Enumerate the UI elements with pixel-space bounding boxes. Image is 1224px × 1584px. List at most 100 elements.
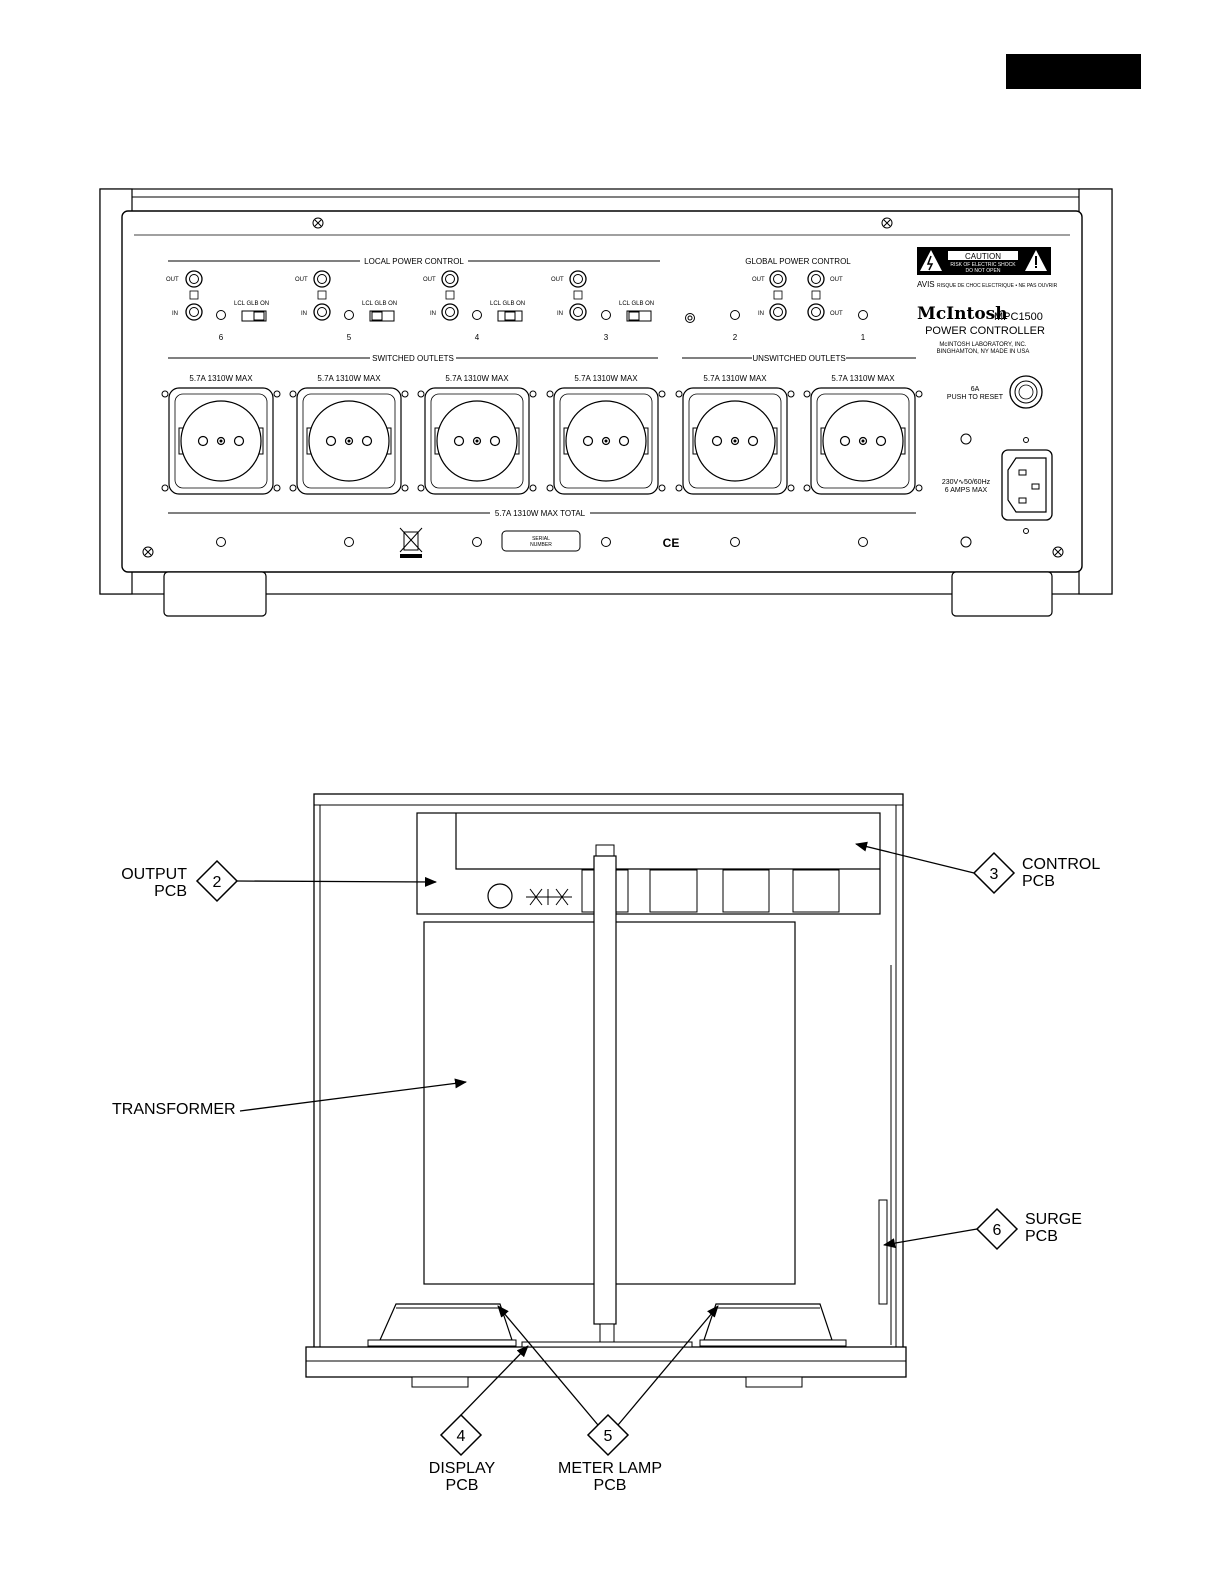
outlet-2: 5.7A 1310W MAX [675, 374, 795, 495]
local-power-control-label: LOCAL POWER CONTROL [364, 257, 464, 266]
svg-text:5.7A 1310W MAX: 5.7A 1310W MAX [703, 374, 767, 383]
svg-text:SURGE: SURGE [1025, 1211, 1082, 1228]
svg-text:OUT: OUT [830, 311, 843, 317]
callout-display-pcb: 4 DISPLAY PCB [429, 1345, 529, 1494]
avis-label: AVIS [917, 280, 935, 289]
svg-text:5.7A 1310W MAX: 5.7A 1310W MAX [574, 374, 638, 383]
maker-label: McINTOSH LABORATORY, INC. [939, 342, 1026, 348]
ce-mark: CE [663, 536, 680, 550]
callout-control-pcb: 3 CONTROL PCB [855, 841, 1100, 895]
svg-text:CONTROL: CONTROL [1022, 856, 1100, 873]
svg-text:IN: IN [758, 311, 764, 317]
svg-text:4: 4 [475, 333, 480, 342]
svg-text:METER LAMP: METER LAMP [558, 1460, 662, 1477]
power-inlet: 230V∿50/60Hz 6 AMPS MAX [942, 449, 1053, 521]
svg-text:LCL GLB ON: LCL GLB ON [362, 301, 397, 307]
panel-screw [881, 217, 893, 229]
svg-text:2: 2 [213, 874, 222, 891]
svg-text:OUTPUT: OUTPUT [121, 866, 187, 883]
top-view [305, 793, 907, 1388]
switched-outlets-label: SWITCHED OUTLETS [372, 354, 454, 363]
rear-panel: LOCAL POWER CONTROL GLOBAL POWER CONTROL… [99, 188, 1113, 617]
svg-text:3: 3 [990, 866, 999, 883]
svg-text:PCB: PCB [1025, 1228, 1058, 1245]
global-channel-1: OUT OUT 1 [807, 270, 868, 342]
outlet-3: 5.7A 1310W MAX [546, 374, 666, 495]
global-power-control-label: GLOBAL POWER CONTROL [745, 257, 851, 266]
unswitched-outlets-label: UNSWITCHED OUTLETS [752, 354, 845, 363]
surge-pcb [878, 1199, 888, 1305]
svg-text:6A: 6A [971, 386, 980, 393]
svg-text:OUT: OUT [166, 277, 179, 283]
svg-text:PCB: PCB [446, 1477, 479, 1494]
svg-text:SERIAL: SERIAL [532, 536, 550, 542]
svg-text:OUT: OUT [423, 277, 436, 283]
svg-text:LCL GLB ON: LCL GLB ON [234, 301, 269, 307]
avis-text: RISQUE DE CHOC ELECTRIQUE • NE PAS OUVRI… [937, 283, 1058, 289]
bridge-rectifier-icon [526, 888, 572, 906]
outlet-6: 5.7A 1310W MAX [161, 374, 281, 495]
svg-text:OUT: OUT [752, 277, 765, 283]
panel-screw [312, 217, 324, 229]
svg-text:5.7A 1310W MAX: 5.7A 1310W MAX [189, 374, 253, 383]
svg-text:LCL GLB ON: LCL GLB ON [619, 301, 654, 307]
svg-text:LCL GLB ON: LCL GLB ON [490, 301, 525, 307]
svg-text:TRANSFORMER: TRANSFORMER [112, 1101, 236, 1118]
svg-text:5: 5 [347, 333, 352, 342]
svg-text:PCB: PCB [594, 1477, 627, 1494]
svg-text:230V∿50/60Hz: 230V∿50/60Hz [942, 479, 991, 486]
support-rod [593, 844, 617, 1343]
local-channel-5: OUT IN LCL GLB ON 5 [295, 270, 397, 342]
svg-text:5.7A 1310W MAX: 5.7A 1310W MAX [831, 374, 895, 383]
svg-text:OUT: OUT [295, 277, 308, 283]
callout-output-pcb: OUTPUT PCB 2 [121, 859, 437, 903]
local-channel-4: OUT IN LCL GLB ON 4 [423, 270, 525, 342]
product-label: POWER CONTROLLER [925, 325, 1045, 337]
callout-surge-pcb: 6 SURGE PCB [883, 1207, 1082, 1251]
weee-bin-icon [399, 527, 423, 558]
panel-screw [1052, 546, 1064, 558]
page-tab-marker [1006, 54, 1141, 89]
outlet-1: 5.7A 1310W MAX [803, 374, 923, 495]
total-rating-label: 5.7A 1310W MAX TOTAL [495, 509, 586, 518]
svg-text:4: 4 [457, 1428, 466, 1445]
svg-text:6: 6 [219, 333, 224, 342]
caution-label: CAUTION RISK OF ELECTRIC SHOCK DO NOT OP… [917, 247, 1051, 275]
local-channel-3: OUT IN LCL GLB ON 3 [551, 270, 654, 342]
svg-text:IN: IN [301, 311, 307, 317]
svg-text:PCB: PCB [1022, 873, 1055, 890]
outlet-4: 5.7A 1310W MAX [417, 374, 537, 495]
model-label: MPC1500 [994, 311, 1043, 323]
svg-text:5.7A 1310W MAX: 5.7A 1310W MAX [317, 374, 381, 383]
panel-screw [142, 546, 154, 558]
callout-transformer: TRANSFORMER [112, 1078, 467, 1118]
meter-left [367, 1303, 517, 1347]
svg-text:6: 6 [993, 1222, 1002, 1239]
svg-text:6 AMPS MAX: 6 AMPS MAX [945, 487, 988, 494]
location-label: BINGHAMTON, NY MADE IN USA [937, 349, 1030, 355]
brand-logo: McIntosh [917, 304, 1008, 324]
display-pcb [521, 1341, 693, 1348]
svg-text:NUMBER: NUMBER [530, 542, 552, 548]
meter-right [699, 1303, 847, 1347]
callout-meter-lamp-pcb: 5 METER LAMP PCB [497, 1305, 719, 1494]
svg-text:IN: IN [172, 311, 178, 317]
svg-text:CAUTION: CAUTION [965, 252, 1001, 261]
reset-breaker: 6A PUSH TO RESET [947, 375, 1043, 409]
svg-text:5: 5 [604, 1428, 613, 1445]
svg-text:1: 1 [861, 333, 866, 342]
output-control-pcb [416, 812, 881, 915]
svg-text:DO NOT OPEN: DO NOT OPEN [966, 268, 1001, 274]
serial-number-plate: SERIAL NUMBER [501, 530, 581, 552]
svg-text:IN: IN [430, 311, 436, 317]
svg-text:RISK OF ELECTRIC SHOCK: RISK OF ELECTRIC SHOCK [950, 262, 1016, 268]
svg-text:OUT: OUT [551, 277, 564, 283]
global-channel-2: OUT IN 2 [685, 270, 787, 342]
svg-text:5.7A 1310W MAX: 5.7A 1310W MAX [445, 374, 509, 383]
svg-text:DISPLAY: DISPLAY [429, 1460, 496, 1477]
svg-text:3: 3 [604, 333, 609, 342]
local-channel-6: OUT IN LCL GLB ON 6 [166, 270, 269, 342]
svg-text:IN: IN [557, 311, 563, 317]
outlet-5: 5.7A 1310W MAX [289, 374, 409, 495]
